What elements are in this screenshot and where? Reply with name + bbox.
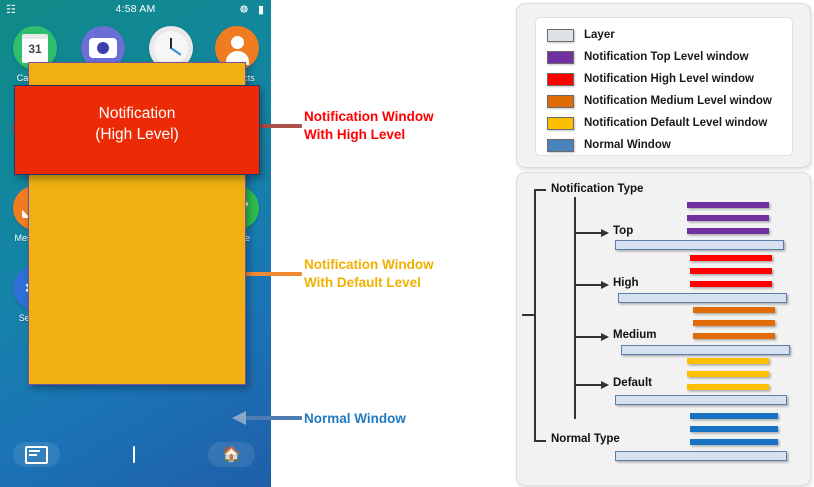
legend-label: Normal Window: [584, 139, 671, 151]
layer-bar-top: [615, 240, 784, 250]
home-button[interactable]: 🏠: [208, 442, 255, 467]
legend-item-default: Notification Default Level window: [547, 112, 767, 134]
legend-label: Notification Top Level window: [584, 51, 749, 63]
status-bar: ☷ 4:58 AM ☸ ▮: [0, 0, 271, 20]
branch-label-default: Default: [613, 377, 652, 389]
legend-label: Notification Default Level window: [584, 117, 768, 129]
arrow-to-normal-window: [232, 411, 302, 425]
legend-label: Layer: [584, 29, 615, 41]
brace-bottom-arm: [534, 440, 546, 442]
branch-arrow-default: [601, 380, 609, 389]
recents-icon: [25, 445, 48, 464]
notification-high-line1: Notification: [98, 105, 176, 122]
tree-spine: [574, 197, 576, 419]
branch-arrow-medium: [601, 332, 609, 341]
app-icon-camera[interactable]: Camera: [70, 26, 136, 83]
annotation-default-level: Notification Window With Default Level: [304, 256, 434, 292]
phone-screen: ☷ 4:58 AM ☸ ▮ 31 Calendar Camera Clock: [0, 0, 271, 487]
window-bar-default-1: [687, 358, 769, 364]
branch-arrow-top: [601, 228, 609, 237]
branch-arrow-high: [601, 280, 609, 289]
navigation-bar: 🏠: [0, 430, 271, 487]
legend-item-layer: Layer: [547, 24, 615, 46]
window-bar-top-2: [687, 215, 769, 221]
brace-middle-nub: [522, 314, 534, 316]
legend-item-high: Notification High Level window: [547, 68, 754, 90]
annotation-high-level: Notification Window With High Level: [304, 108, 434, 144]
notification-high-text: Notification (High Level): [15, 103, 259, 145]
back-button[interactable]: [133, 446, 135, 463]
branch-label-top: Top: [613, 225, 634, 237]
notification-window-high-level[interactable]: Notification (High Level): [14, 85, 260, 175]
window-bar-top-1: [687, 202, 769, 208]
branch-connector-top: [574, 232, 602, 234]
layer-bar-normal: [615, 451, 787, 461]
home-icon: 🏠: [222, 446, 241, 463]
window-bar-normal-3: [690, 439, 778, 445]
annotation-normal-window: Normal Window: [304, 410, 406, 428]
window-bar-default-2: [687, 371, 769, 377]
window-bar-top-3: [687, 228, 769, 234]
legend-swatch-top: [547, 50, 574, 64]
brace-vertical: [534, 189, 536, 442]
window-bar-medium-2: [693, 320, 775, 326]
legend-item-medium: Notification Medium Level window: [547, 90, 772, 112]
window-bar-medium-3: [693, 333, 775, 339]
legend-item-normal: Normal Window: [547, 134, 671, 156]
legend-swatch-default: [547, 116, 574, 130]
legend-panel: Layer Notification Top Level window Noti…: [516, 3, 811, 168]
annotation-high-line1: Notification Window: [304, 109, 434, 124]
legend-swatch-high: [547, 72, 574, 86]
notification-high-line2: (High Level): [95, 126, 179, 143]
window-bar-normal-1: [690, 413, 778, 419]
window-bar-normal-2: [690, 426, 778, 432]
recents-button[interactable]: [13, 442, 60, 467]
legend-swatch-medium: [547, 94, 574, 108]
sim-card-icon: ☷: [6, 4, 16, 16]
status-time: 4:58 AM: [115, 3, 156, 15]
branch-connector-medium: [574, 336, 602, 338]
window-bar-high-2: [690, 268, 772, 274]
annotation-default-line2: With Default Level: [304, 275, 421, 290]
legend-box: Layer Notification Top Level window Noti…: [535, 17, 793, 156]
annotation-normal-line1: Normal Window: [304, 411, 406, 426]
legend-swatch-normal: [547, 138, 574, 152]
window-bar-medium-1: [693, 307, 775, 313]
legend-label: Notification Medium Level window: [584, 95, 772, 107]
branch-connector-default: [574, 384, 602, 386]
layer-bar-high: [618, 293, 787, 303]
legend-item-top: Notification Top Level window: [547, 46, 749, 68]
tree-root-label: Notification Type: [551, 183, 644, 195]
camera-icon: [81, 26, 125, 70]
branch-label-medium: Medium: [613, 329, 657, 341]
window-bar-high-1: [690, 255, 772, 261]
legend-label: Notification High Level window: [584, 73, 754, 85]
annotation-high-line2: With High Level: [304, 127, 406, 142]
annotation-default-line1: Notification Window: [304, 257, 434, 272]
window-bar-high-3: [690, 281, 772, 287]
layer-bar-medium: [621, 345, 790, 355]
bluetooth-icon: ☸: [239, 4, 249, 16]
layer-bar-default: [615, 395, 787, 405]
branch-label-high: High: [613, 277, 639, 289]
window-type-tree-panel: Notification Type Top High Medium Defaul…: [516, 172, 811, 486]
battery-icon: ▮: [257, 4, 264, 16]
window-bar-default-3: [687, 384, 769, 390]
tree-normal-label: Normal Type: [551, 433, 620, 445]
legend-swatch-layer: [547, 28, 574, 42]
branch-connector-high: [574, 284, 602, 286]
brace-top-arm: [534, 189, 546, 191]
